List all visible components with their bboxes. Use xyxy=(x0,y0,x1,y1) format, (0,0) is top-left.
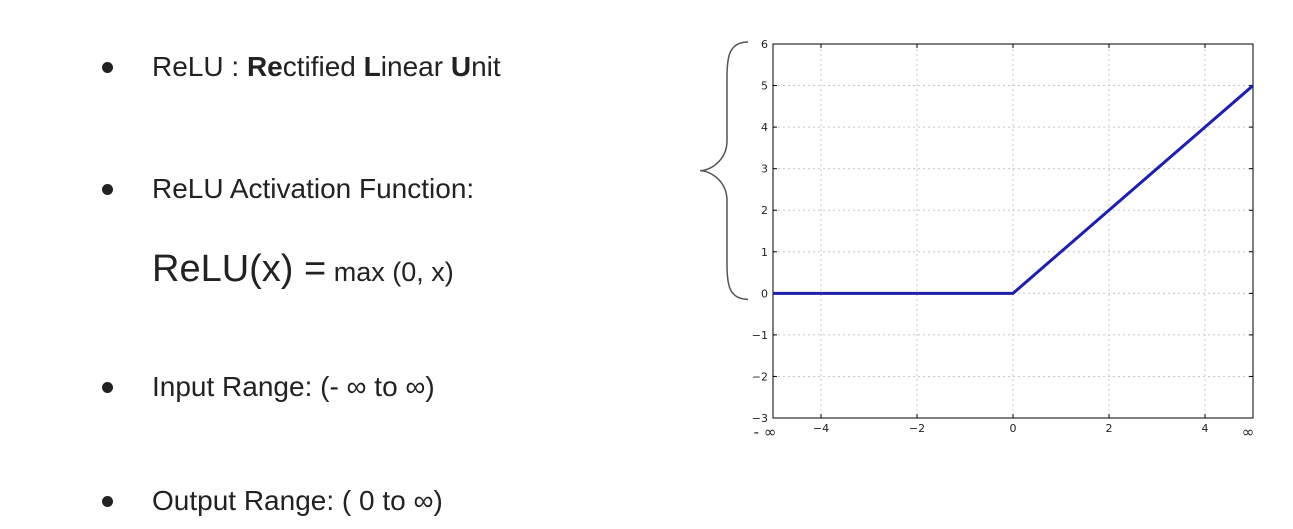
formula-lhs: ReLU(x) = xyxy=(152,248,327,290)
y-tick-label: −3 xyxy=(752,412,768,425)
y-tick-label: 4 xyxy=(761,121,768,134)
curly-brace xyxy=(699,41,749,301)
y-tick-label: 1 xyxy=(761,246,768,259)
y-tick-label: 0 xyxy=(761,287,768,300)
chart-ticks: −3 −2 −1 0 1 2 3 4 5 6 −4 −2 0 2 4 xyxy=(752,38,1253,435)
x-end-label-minus-infinity: - ∞ xyxy=(754,423,777,441)
relu-word-unit: nit xyxy=(471,51,501,82)
x-tick-label: −2 xyxy=(909,422,925,435)
output-range-text: Output Range: ( 0 to ∞) xyxy=(152,485,443,516)
relu-word-linear: inear xyxy=(380,51,451,82)
relu-chart: −3 −2 −1 0 1 2 3 4 5 6 −4 −2 0 2 4 - ∞ ∞ xyxy=(699,38,1255,441)
bullet-dot xyxy=(102,382,113,393)
relu-series-line xyxy=(773,84,1254,295)
relu-acronym-l: L xyxy=(363,51,381,82)
relu-word-rectified: ctified xyxy=(282,51,364,82)
chart-extra: - ∞ ∞ xyxy=(699,41,1255,441)
bullet-dot xyxy=(102,496,113,507)
chart-grid xyxy=(773,44,1253,418)
relu-formula: ReLU(x) = max (0, x) xyxy=(152,248,454,291)
x-tick-label: −4 xyxy=(813,422,829,435)
relu-acronym-u: U xyxy=(450,51,472,82)
y-tick-label: 5 xyxy=(761,80,768,93)
activation-function-text: ReLU Activation Function: xyxy=(152,173,475,204)
y-tick-label: 2 xyxy=(761,204,768,217)
relu-prefix: ReLU : xyxy=(152,51,247,82)
chart-series xyxy=(773,84,1254,295)
y-tick-label: −1 xyxy=(752,329,768,342)
input-range-text: Input Range: (- ∞ to ∞) xyxy=(152,371,435,402)
formula-rhs: max (0, x) xyxy=(326,257,454,287)
x-tick-label: 0 xyxy=(1010,422,1017,435)
relu-definition-text: ReLU : Rectified Linear Unit xyxy=(152,50,501,84)
relu-acronym-re: Re xyxy=(246,51,283,82)
bullet-dot xyxy=(102,62,113,73)
y-tick-label: 3 xyxy=(761,163,768,176)
x-tick-label: 4 xyxy=(1202,422,1209,435)
x-tick-label: 2 xyxy=(1106,422,1113,435)
x-end-label-infinity: ∞ xyxy=(1242,423,1255,441)
bullet-dot xyxy=(102,184,113,195)
y-tick-label: −2 xyxy=(752,370,768,383)
y-tick-label: 6 xyxy=(761,38,768,51)
